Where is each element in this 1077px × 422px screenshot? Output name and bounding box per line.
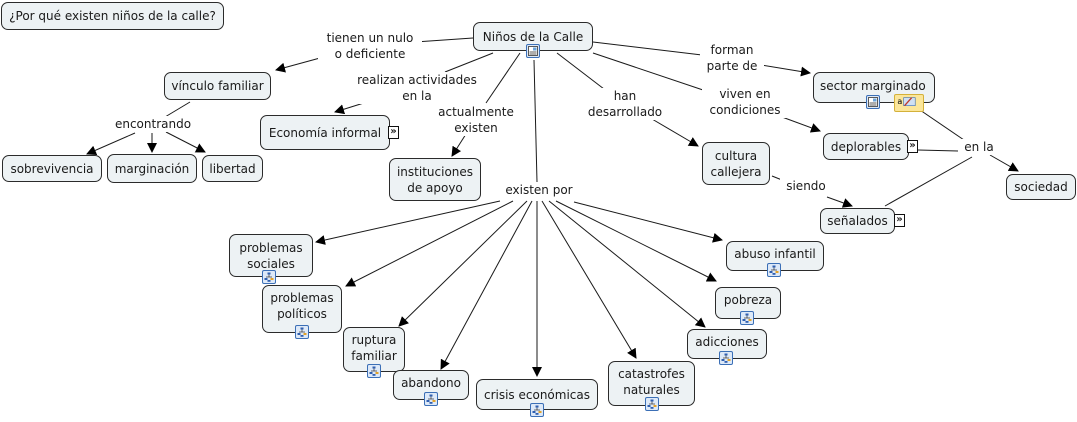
expand-nested-icon[interactable]: » — [907, 140, 918, 153]
link-line — [573, 201, 723, 243]
concept-map-icon[interactable] — [740, 311, 754, 325]
map-title[interactable]: ¿Por qué existen niños de la calle? — [1, 2, 224, 30]
link-line — [164, 101, 191, 118]
concept-libertad[interactable]: libertad — [202, 155, 263, 182]
link-label-existen-por: existen por — [498, 182, 580, 198]
link-line — [917, 149, 959, 152]
link-line — [533, 59, 538, 183]
link-line — [398, 200, 528, 327]
concept-adicciones[interactable]: adicciones — [687, 329, 767, 359]
link-line — [548, 200, 706, 328]
link-line — [826, 196, 853, 208]
link-line — [592, 41, 703, 56]
link-line — [919, 109, 965, 141]
link-line — [86, 132, 136, 155]
concept-map-icon[interactable] — [295, 325, 309, 339]
link-line — [651, 118, 699, 147]
link-line — [760, 64, 811, 77]
link-line — [165, 131, 206, 153]
link-line — [444, 52, 494, 73]
link-line — [541, 200, 637, 359]
concept-problemas-sociales[interactable]: problemas sociales — [229, 234, 313, 277]
note-annotation-icon[interactable]: a — [894, 94, 924, 112]
link-label-encontrando: encontrando — [110, 116, 196, 132]
concept-marginacion[interactable]: marginación — [107, 154, 197, 183]
concept-deplorables[interactable]: deplorables — [823, 133, 909, 160]
concept-senalados[interactable]: señalados — [820, 208, 895, 234]
document-image-icon[interactable] — [866, 95, 880, 109]
link-label-viven: viven en condiciones — [702, 86, 788, 118]
concept-map-icon[interactable] — [719, 351, 733, 365]
link-label-realizan: realizan actividades en la — [350, 72, 484, 104]
concept-instituciones-de-apoyo[interactable]: instituciones de apoyo — [389, 158, 481, 201]
link-line — [485, 52, 521, 104]
document-image-icon[interactable] — [526, 44, 540, 58]
link-label-en-la: en la — [958, 139, 1000, 155]
link-label-actualmente: actualmente existen — [432, 104, 520, 136]
concept-map-icon[interactable] — [424, 392, 438, 406]
link-label-han: han desarrollado — [581, 88, 669, 120]
concept-map-icon[interactable] — [767, 263, 781, 277]
concept-sobrevivencia[interactable]: sobrevivencia — [2, 155, 102, 182]
concept-cultura-callejera[interactable]: cultura callejera — [702, 142, 770, 185]
expand-nested-icon[interactable]: » — [388, 126, 399, 139]
concept-sociedad[interactable]: sociedad — [1006, 174, 1076, 200]
link-line — [592, 52, 707, 92]
link-line — [345, 200, 514, 287]
link-line — [315, 200, 501, 245]
link-line — [884, 156, 973, 207]
link-label-forman: forman parte de — [700, 42, 764, 74]
concept-map-icon[interactable] — [262, 270, 276, 284]
link-line — [275, 57, 321, 73]
link-line — [556, 52, 605, 90]
expand-nested-icon[interactable]: » — [894, 214, 905, 227]
concept-map-icon[interactable] — [645, 397, 659, 411]
svg-text:a: a — [897, 97, 902, 106]
link-line — [989, 154, 1019, 172]
concept-economia-informal[interactable]: Economía informal — [260, 115, 390, 150]
link-line — [555, 200, 717, 282]
concept-vinculo-familiar[interactable]: vínculo familiar — [164, 72, 271, 100]
link-line — [414, 37, 474, 43]
link-label-tienen: tienen un nulo o deficiente — [318, 30, 422, 62]
link-line — [451, 133, 467, 157]
concept-map-icon[interactable] — [367, 364, 381, 378]
link-line — [440, 200, 533, 370]
concept-map-icon[interactable] — [530, 403, 544, 417]
link-line — [781, 116, 821, 133]
link-label-siendo: siendo — [780, 178, 832, 194]
